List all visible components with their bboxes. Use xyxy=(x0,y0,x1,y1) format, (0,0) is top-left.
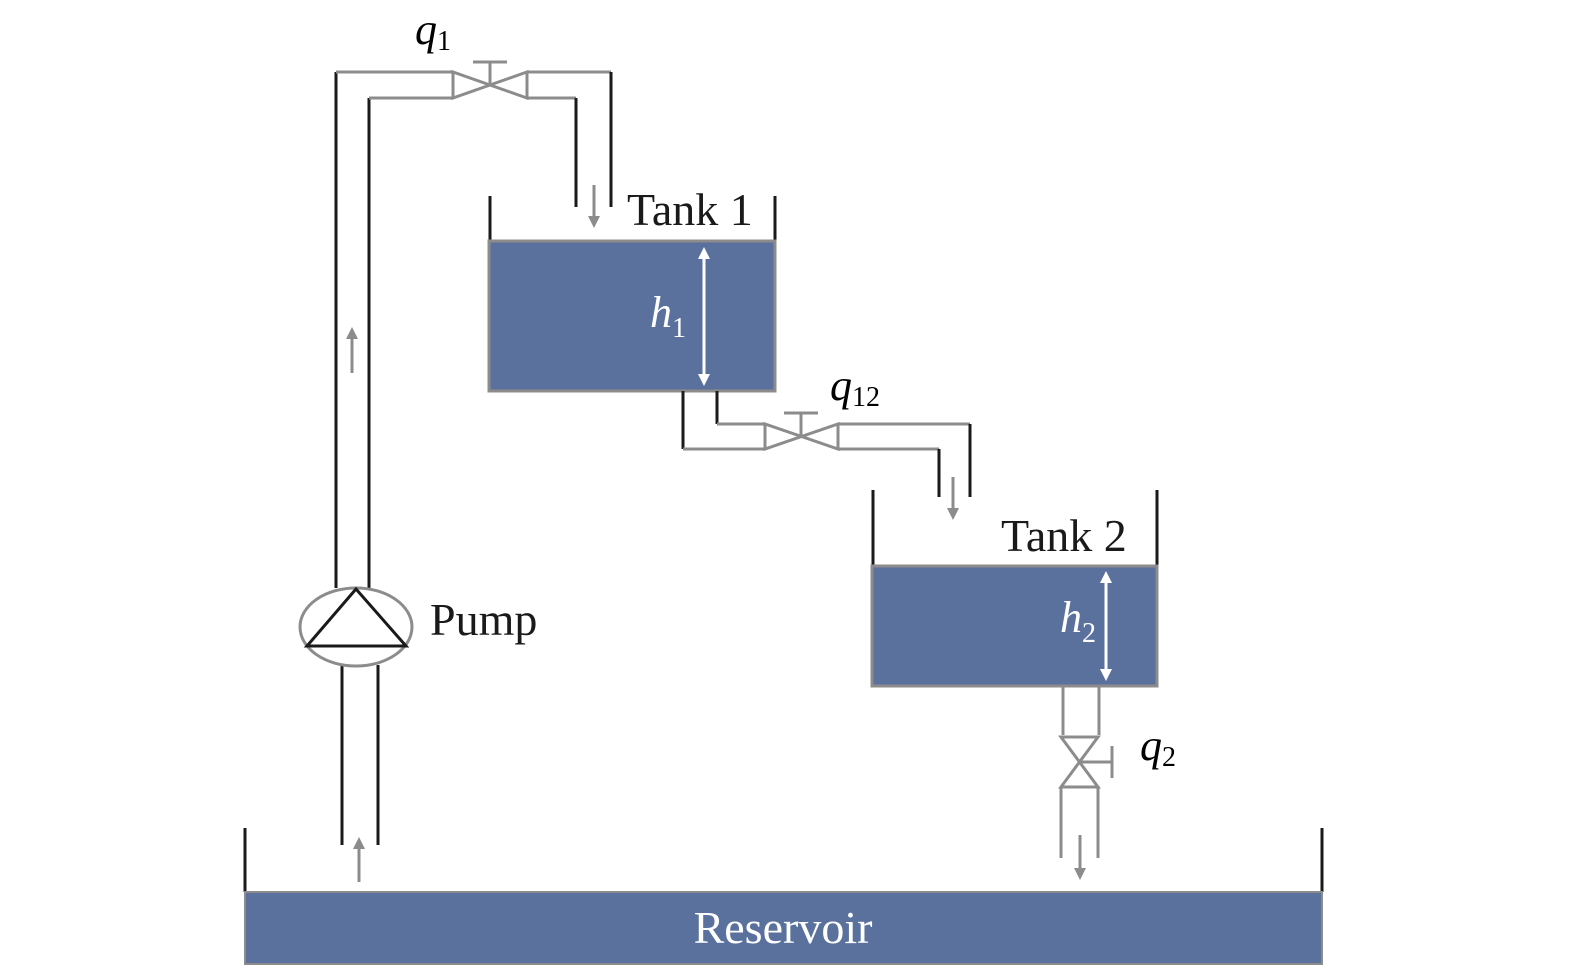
valve-q12: q12 xyxy=(763,361,880,452)
valve-q2-body-icon xyxy=(1058,735,1101,789)
reservoir-water xyxy=(244,891,1323,965)
valve-q1: q1 xyxy=(415,5,529,101)
q2-label: q2 xyxy=(1140,721,1176,773)
tank2-label: Tank 2 xyxy=(1001,510,1127,561)
q1-label: q1 xyxy=(415,5,451,57)
h1-label: h1 xyxy=(650,288,686,344)
reservoir: Reservoir xyxy=(243,828,1324,965)
pump-label: Pump xyxy=(430,594,537,645)
pump: Pump xyxy=(298,586,537,668)
outflow-pipe xyxy=(1059,686,1101,858)
connecting-pipe xyxy=(681,391,972,497)
reservoir-label: Reservoir xyxy=(694,902,873,953)
tank-2: Tank 2 h2 xyxy=(870,490,1159,688)
tank-1: Tank 1 h1 xyxy=(487,184,777,393)
pump-supply-pipe xyxy=(334,70,613,845)
valve-q2: q2 xyxy=(1058,721,1176,789)
q12-label: q12 xyxy=(830,361,880,413)
pump-casing xyxy=(298,586,414,668)
tank1-label: Tank 1 xyxy=(627,184,753,235)
h2-label: h2 xyxy=(1060,593,1096,649)
tank2-water xyxy=(870,564,1159,688)
pump-triangle-icon xyxy=(303,586,410,648)
tank1-water xyxy=(487,239,777,393)
